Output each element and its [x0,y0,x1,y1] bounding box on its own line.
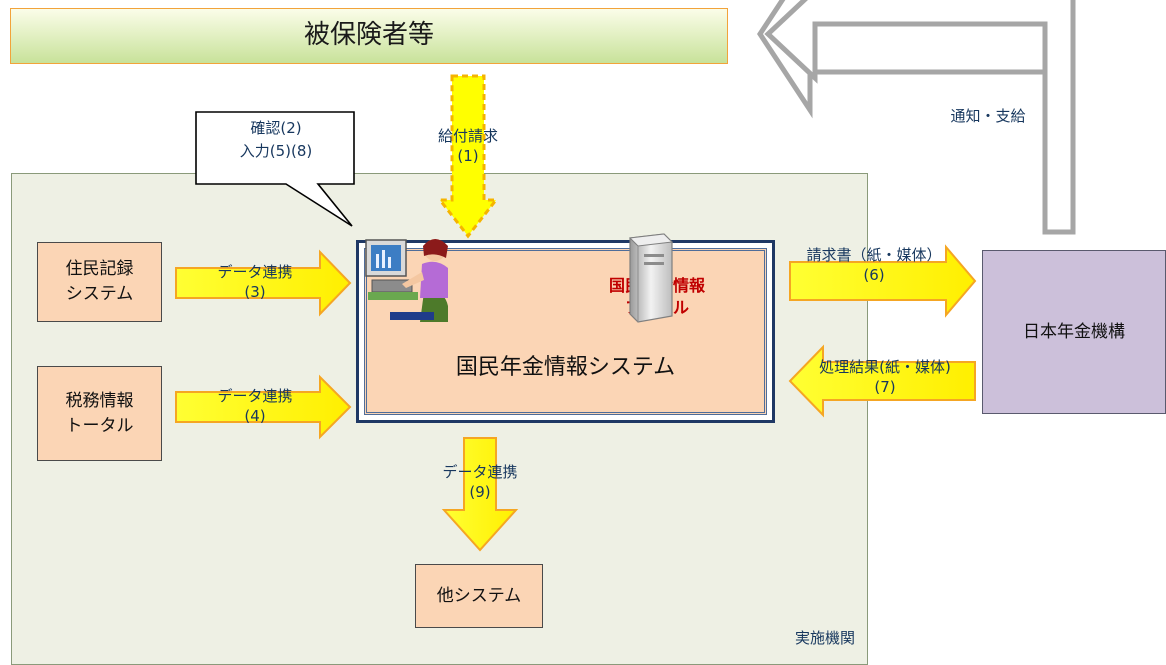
tax-info-system-line2: トータル [65,415,134,436]
result-label-line2: (7) [874,378,896,397]
resident-record-system-box: 住民記録 システム [37,242,162,322]
link3-arrow [175,249,352,317]
link3-label-line2: (3) [244,283,266,302]
link3-label: データ連携 (3) [195,262,315,303]
claim-label-line2: (1) [457,147,479,166]
request-arrow [789,244,977,318]
resident-record-system-line1: 住民記録 [65,259,134,280]
result-label: 処理結果(紙・媒体) (7) [785,357,985,398]
claim-label-line1: 給付請求 [437,127,498,145]
result-arrow [788,344,976,418]
link9-label-line2: (9) [469,483,491,502]
request-label-line2: (6) [863,266,885,285]
result-label-line1: 処理結果(紙・媒体) [819,358,951,376]
notify-label-line1: 通知・支給 [950,107,1026,125]
callout-text: 確認(2) 入力(5)(8) [206,117,346,162]
callout-input: 入力(5)(8) [239,141,313,160]
national-pension-system-label: 国民年金情報システム [455,355,676,380]
notify-arrow-shape [764,0,1076,235]
operator-at-computer-icon [365,239,448,322]
link4-arrow [175,374,352,440]
resident-record-system-line2: システム [65,284,134,304]
link9-label-line1: データ連携 [442,463,518,481]
link4-label-line1: データ連携 [217,387,293,405]
link3-label-line1: データ連携 [217,263,293,281]
notify-label: 通知・支給 [938,106,1038,126]
server-icon [628,233,674,323]
link4-label-line2: (4) [244,407,266,426]
tax-info-system-line1: 税務情報 [65,390,134,411]
link9-arrow [441,437,519,552]
claim-label: 給付請求 (1) [413,126,523,167]
link4-label: データ連携 (4) [195,386,315,427]
tax-info-system-box: 税務情報 トータル [37,366,162,461]
request-label: 請求書（紙・媒体） (6) [774,245,974,286]
request-label-line1: 請求書（紙・媒体） [806,246,942,264]
link9-label: データ連携 (9) [420,462,540,503]
callout-confirm: 確認(2) [250,119,302,137]
implementing-organization-label: 実施機関 [794,629,855,647]
claim-arrow [436,74,500,239]
insured-persons-banner: 被保険者等 [10,8,728,64]
callout-bubble [195,111,355,227]
japan-pension-service-box: 日本年金機構 [982,250,1166,414]
other-system-box: 他システム [415,564,543,628]
